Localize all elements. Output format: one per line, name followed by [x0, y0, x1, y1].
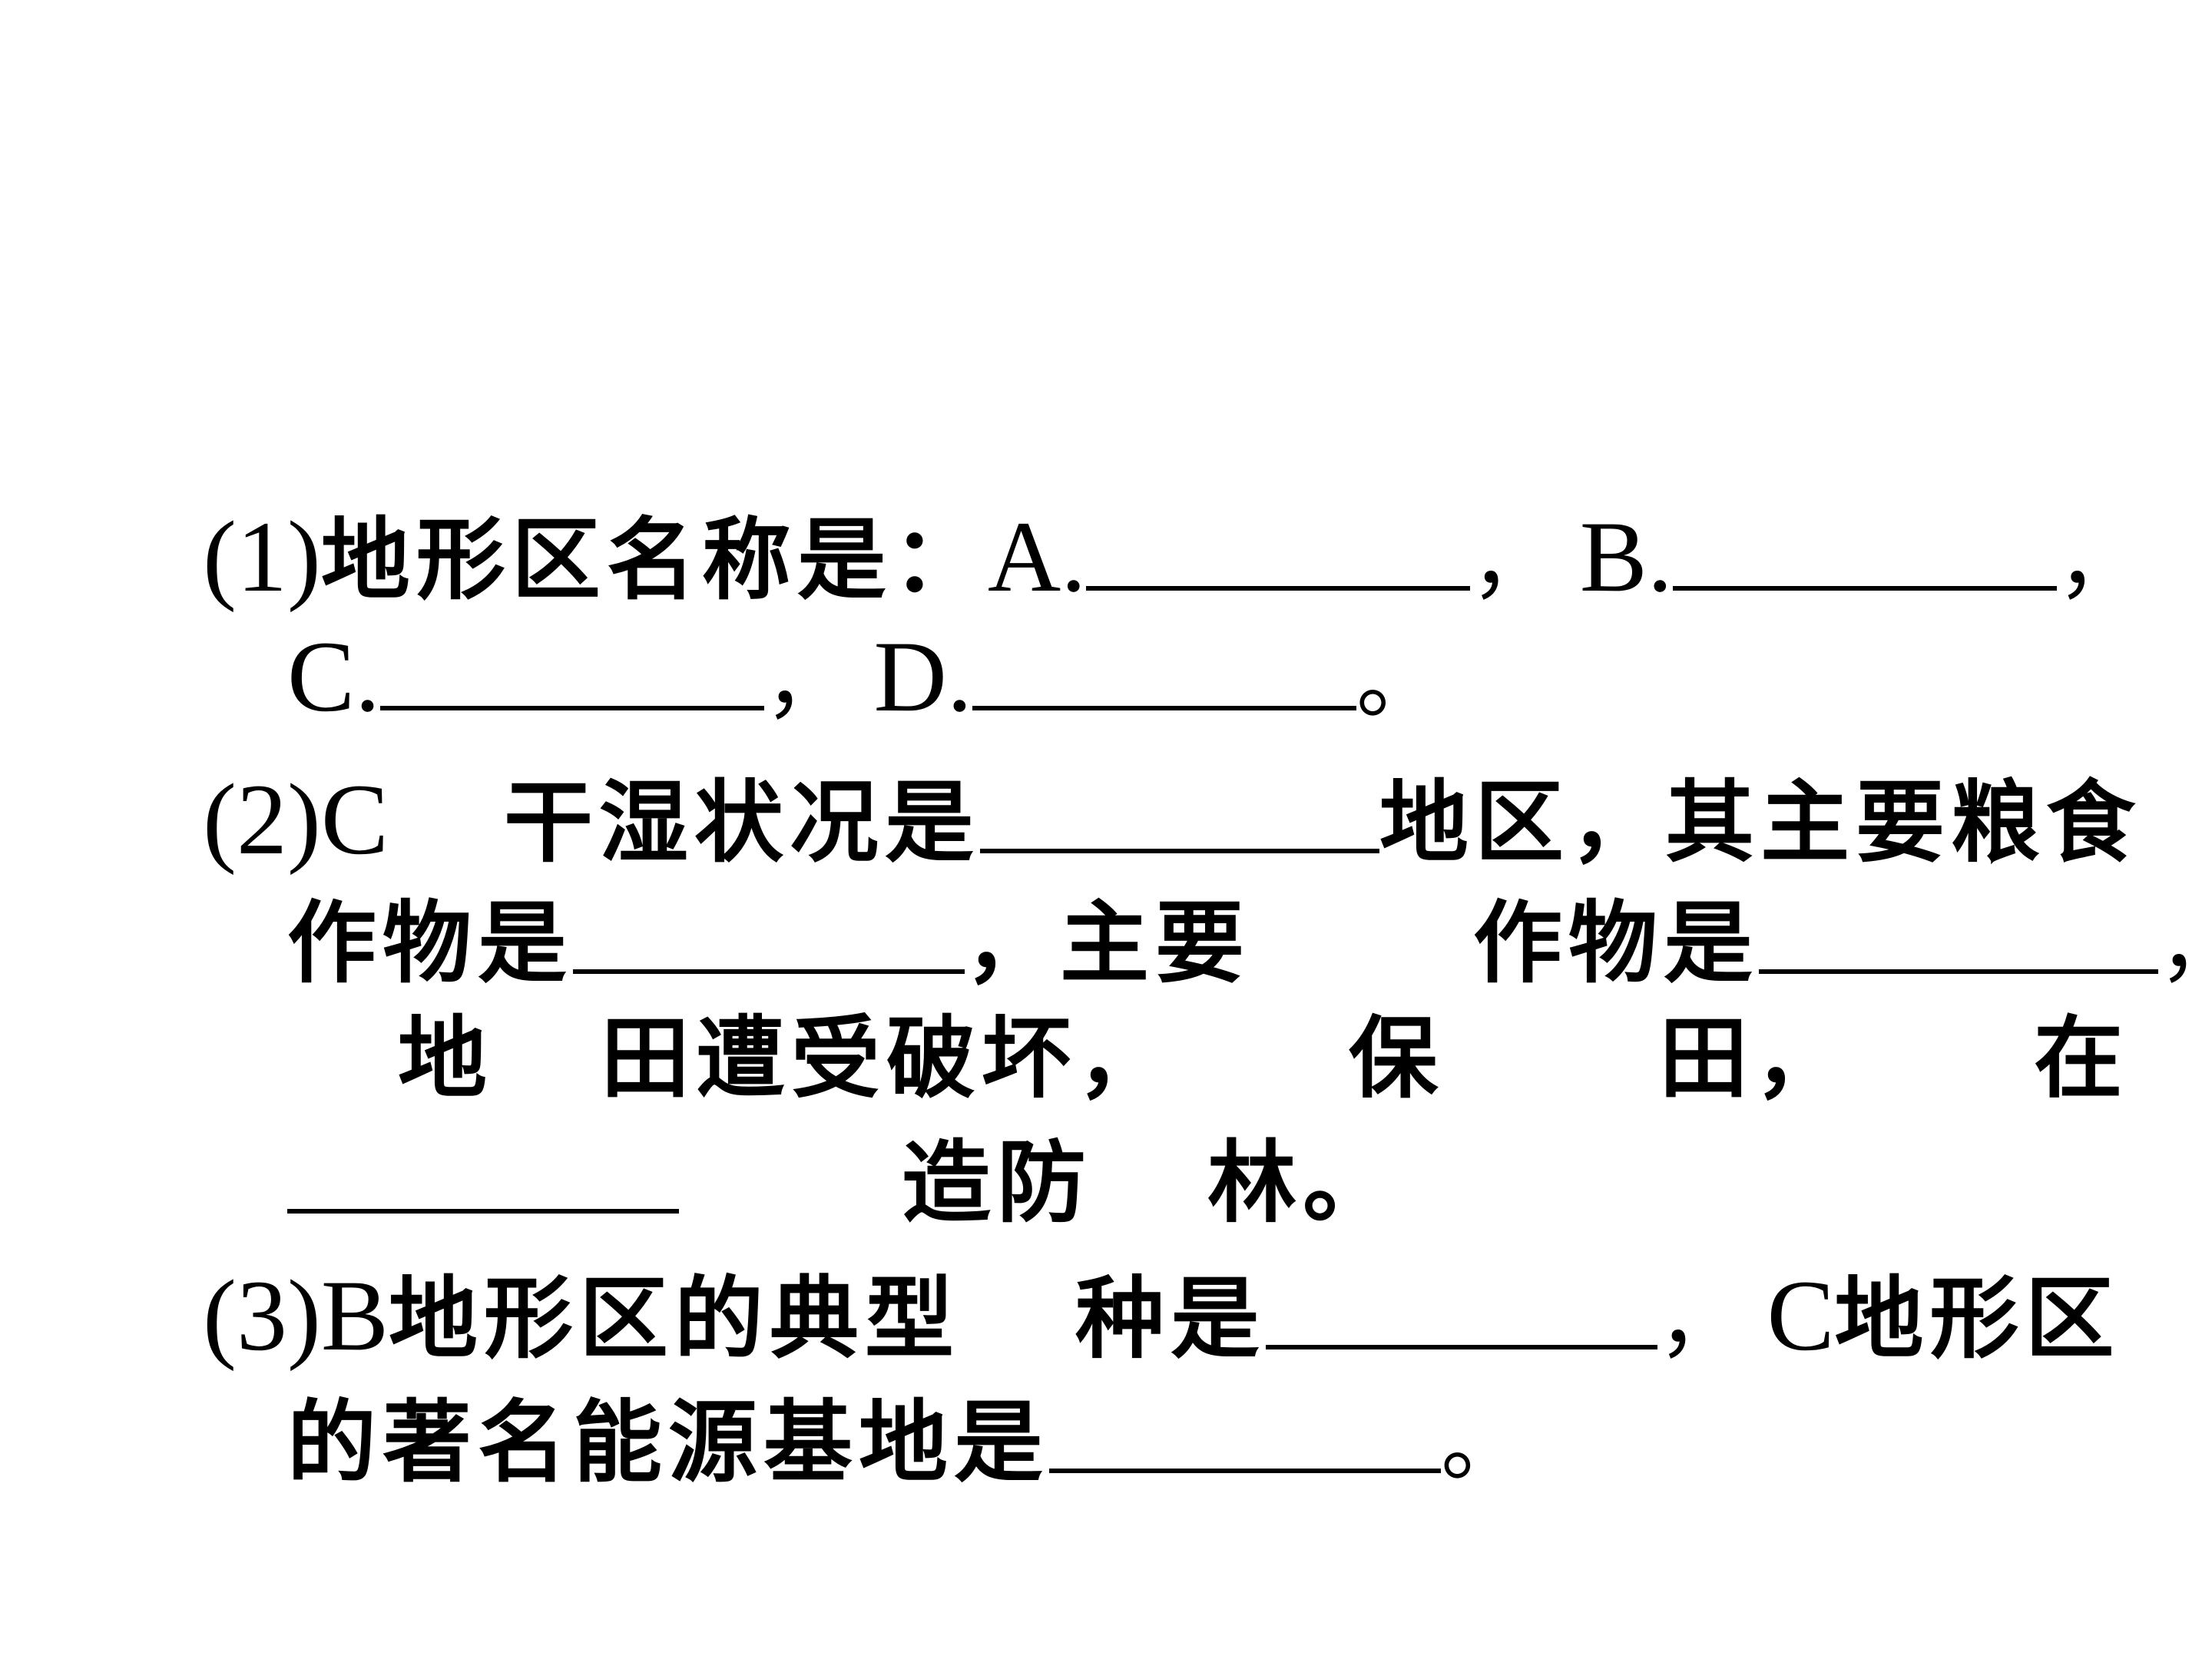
- q1-blank-b[interactable]: [1672, 500, 2057, 591]
- q1-blank-c[interactable]: [380, 620, 765, 710]
- q3-text-4: 的著名能源基地是: [287, 1391, 1049, 1495]
- q1-comma-1: ，: [1470, 512, 1555, 611]
- q2-line-2: 作物是 ，主要 作物是 ，: [187, 768, 2212, 995]
- q3-comma: ，: [1657, 1271, 1742, 1369]
- q1-label-c: C.: [287, 620, 381, 733]
- q1-comma-3: ，: [764, 632, 849, 730]
- q2-blank-4[interactable]: [287, 1123, 679, 1214]
- q1-period: 。: [1356, 632, 1441, 730]
- q2-text-1: 干湿状况是: [503, 771, 980, 875]
- q1-comma-2: ，: [2056, 512, 2141, 611]
- q3-line-1: (3)B地形区的典型 种是 ， C地形区: [103, 1143, 2121, 1372]
- q1-line-2: C. ， D. 。: [187, 504, 1441, 733]
- q3-number: (3): [203, 1259, 321, 1372]
- q2-text-13: 林。: [1207, 1131, 1398, 1235]
- q2-line-1: (2)C 干湿状况是 地区，其主要粮食: [103, 647, 2141, 876]
- q1-number: (1): [203, 500, 321, 613]
- q2-text-12: 造防: [902, 1131, 1092, 1235]
- q2-text-4: ，主要: [965, 892, 1250, 995]
- q3-blank-2[interactable]: [1049, 1382, 1441, 1473]
- q1-blank-d[interactable]: [972, 620, 1356, 710]
- q2-text-5: 作物是: [1473, 892, 1759, 995]
- q1-label-b: B.: [1579, 500, 1673, 613]
- q3-text-3: 地形区: [1834, 1267, 2121, 1371]
- q3-text-2: 种是: [1075, 1267, 1266, 1371]
- q2-text-10: 田，: [1659, 1007, 1849, 1111]
- q2-blank-3[interactable]: [1759, 883, 2158, 974]
- q2-blank-2[interactable]: [573, 883, 965, 974]
- q1-line-1: (1)地形区名称是：A.， B.，: [103, 384, 2141, 613]
- q1-label-d: D.: [873, 620, 972, 733]
- q2-text-2: 地区，其主要粮食: [1379, 771, 2141, 875]
- q3-blank-1[interactable]: [1265, 1259, 1657, 1349]
- q3-label-b: B: [320, 1259, 389, 1372]
- q1-label-a: A.: [987, 500, 1087, 613]
- q3-label-c: C: [1767, 1259, 1835, 1372]
- q1-text: 地形区名称是：: [320, 508, 988, 612]
- q2-line-4: 造防 林。: [187, 1008, 1398, 1235]
- q2-text-3: 作物是: [287, 892, 573, 995]
- q2-text-8: 田遭受破坏，: [601, 1007, 1172, 1111]
- q3-line-2: 的著名能源基地是 。: [187, 1267, 1525, 1495]
- q2-text-7: 地: [398, 1007, 493, 1111]
- q2-line-3: 地 田遭受破坏， 保 田， 在: [298, 883, 2129, 1111]
- q2-label-c: C: [320, 763, 389, 876]
- q3-text-1: 地形区的典型: [388, 1267, 960, 1371]
- q2-text-9: 保: [1349, 1007, 1444, 1111]
- q2-comma: ，: [2158, 896, 2212, 994]
- q1-blank-a[interactable]: [1086, 500, 1471, 591]
- q2-blank-1[interactable]: [979, 763, 1379, 853]
- q3-period: 。: [1441, 1395, 1525, 1493]
- q2-number: (2): [203, 763, 321, 876]
- q2-text-11: 在: [2034, 1007, 2129, 1111]
